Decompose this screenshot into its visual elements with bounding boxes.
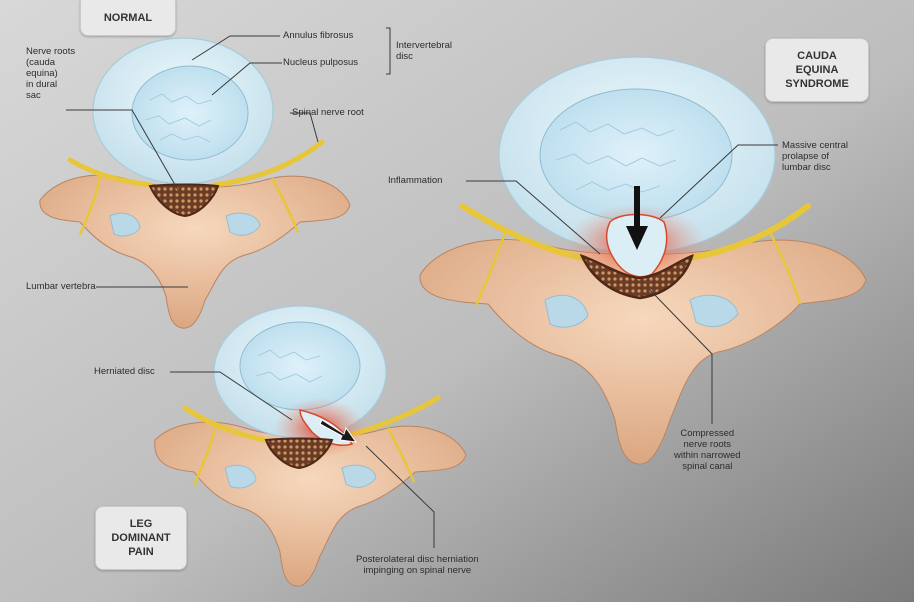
badge-cauda-line-1: CAUDA [797,50,837,62]
leader-posterolateral [365,445,435,548]
badge-leg-line-1: LEG [129,518,153,530]
label-intervertebral-line-2: disc [396,51,413,62]
herniated-nerve-branch-right [386,427,416,483]
herniated-nerve-left [182,405,268,443]
label-inflammation: Inflammation [388,175,443,186]
label-massive-central-line-2: prolapse of [782,151,830,162]
label-nerve-roots-line-4: in dural [26,79,58,90]
normal-nerve-branch-right [270,177,300,233]
normal-facet-right [225,212,261,236]
label-spinal-nerve-root: Spinal nerve root [292,107,364,118]
leader-compressed [649,289,713,424]
leader-herniated-disc [170,371,293,421]
badge-leg-dominant: LEG DOMINANT PAIN [95,506,187,570]
label-nerve-roots: Nerve roots (cauda equina) in dural sac [26,46,75,101]
label-compressed-line-3: within narrowed [674,450,741,461]
label-compressed-line-4: spinal canal [682,461,733,472]
normal-facet-left [109,212,141,237]
badge-cauda-line-3: SYNDROME [785,78,849,90]
label-massive-central: Massive central prolapse of lumbar disc [782,140,848,173]
badge-normal: NORMAL [80,0,176,36]
leader-nucleus [211,62,282,96]
label-intervertebral-disc: Intervertebral disc [396,40,452,62]
leader-nerve-roots [66,109,179,191]
normal-nucleus-texture [144,93,213,143]
herniation-arrow [319,419,358,443]
label-compressed-nerve-roots: Compressed nerve roots within narrowed s… [674,428,741,472]
badge-leg-line-3: PAIN [128,546,154,558]
cauda-nerve-branch-left [474,231,507,307]
label-nerve-roots-line-5: sac [26,90,41,101]
label-compressed-line-1: Compressed [680,428,735,439]
badge-leg-line-2: DOMINANT [111,532,171,544]
badge-normal-text: NORMAL [103,12,153,24]
herniated-facet-left [224,464,257,489]
normal-spinal-canal [148,183,220,218]
label-posterolateral-line-2: impinging on spinal nerve [363,565,472,576]
label-compressed-line-2: nerve roots [683,439,732,450]
label-posterolateral: Posterolateral disc herniation impinging… [356,554,479,576]
herniated-nerve-branch-left [192,427,217,487]
leader-spinal-nerve-root [290,112,319,143]
label-nucleus-pulposus: Nucleus pulposus [283,57,358,68]
badge-cauda-line-2: EQUINA [795,64,839,76]
herniated-nucleus-texture [255,349,323,383]
cauda-arrow [626,186,648,250]
leader-lines [66,27,778,548]
leader-inflammation [466,180,601,255]
label-nerve-roots-line-1: Nerve roots [26,46,76,57]
label-posterolateral-line-1: Posterolateral disc herniation [356,554,479,565]
label-nerve-roots-line-3: equina) [26,68,58,79]
cauda-facet-right [689,294,739,328]
herniated-facet-right [341,464,377,488]
label-herniated-disc: Herniated disc [94,366,155,377]
herniated-spinal-canal [264,437,334,470]
cauda-nerve-right [687,203,811,261]
leader-disc-brace [386,27,391,75]
cauda-facet-left [544,294,589,328]
label-nerve-roots-line-2: (cauda [26,57,56,68]
label-lumbar-vertebra: Lumbar vertebra [26,281,96,292]
cauda-vertebra [419,56,867,465]
normal-nerve-right [212,139,325,188]
normal-nerve-left [67,157,153,188]
label-annulus-fibrosus: Annulus fibrosus [283,30,354,41]
cauda-nucleus-texture [555,121,677,193]
normal-nerve-branch-left [78,175,102,236]
label-massive-central-line-1: Massive central [782,140,848,151]
label-massive-central-line-3: lumbar disc [782,162,831,173]
leader-annulus [191,35,280,61]
badge-cauda-equina: CAUDA EQUINA SYNDROME [765,38,869,102]
leader-massive-central [659,144,778,219]
cauda-nerve-branch-right [768,231,802,305]
normal-disc-nucleus [131,65,249,161]
label-intervertebral-line-1: Intervertebral [396,40,452,51]
cauda-spinal-canal [579,253,694,300]
